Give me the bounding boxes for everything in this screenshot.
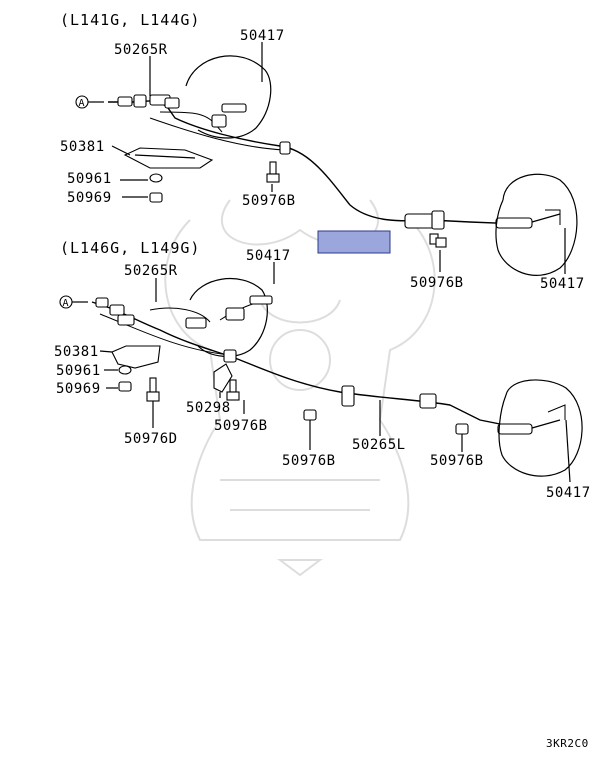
nut-50961-bottom — [118, 365, 132, 375]
bracket-50381-top — [123, 147, 214, 169]
label-50976B-bottom-c: 50976B — [430, 453, 484, 469]
label-50976B-top-a: 50976B — [242, 193, 296, 209]
label-50417-top-b: 50417 — [540, 276, 585, 292]
bolt-50976B-top-a — [266, 161, 280, 183]
label-50265L: 50265L — [352, 437, 406, 453]
nut-50961-top — [149, 173, 163, 183]
brake-drum-top-left — [185, 55, 272, 139]
a-marker-bottom: A — [59, 295, 88, 309]
label-50976D: 50976D — [124, 431, 178, 447]
cable-fittings-bottom — [95, 295, 561, 435]
label-50976B-top-b: 50976B — [410, 275, 464, 291]
bracket-50381-bottom — [111, 345, 161, 369]
nut-50969-bottom — [118, 381, 132, 392]
a-marker-top: A — [75, 95, 104, 109]
cable-50265R-bottom — [91, 301, 521, 429]
label-50976B-bottom-a: 50976B — [214, 418, 268, 434]
label-50265R-bottom: 50265R — [124, 263, 178, 279]
watermark — [164, 199, 436, 577]
cable-fittings-top — [117, 94, 561, 230]
bolt-50976B-top-b — [429, 233, 447, 248]
label-50976B-bottom-b: 50976B — [282, 453, 336, 469]
label-50381-top: 50381 — [60, 139, 105, 155]
bolt-50976D — [146, 377, 160, 402]
bolt-50976B-bottom-b — [303, 409, 317, 421]
svg-text:A: A — [79, 98, 85, 109]
label-50265R-top: 50265R — [114, 42, 168, 58]
bolt-50976B-bottom-a — [226, 379, 240, 401]
label-50417-bottom-b: 50417 — [546, 485, 591, 501]
label-50961-top: 50961 — [67, 171, 112, 187]
label-50381-bottom: 50381 — [54, 344, 99, 360]
highlight-box — [317, 230, 391, 254]
brake-drum-bottom-right — [498, 379, 583, 477]
section-header-bottom: (L146G, L149G) — [60, 239, 200, 257]
label-50417-bottom-a: 50417 — [246, 248, 291, 264]
label-50969-bottom: 50969 — [56, 381, 101, 397]
bolt-50976B-bottom-c — [455, 423, 469, 435]
label-50298: 50298 — [186, 400, 231, 416]
clip-50298 — [213, 363, 233, 393]
label-50417-top-a: 50417 — [240, 28, 285, 44]
svg-text:A: A — [63, 298, 69, 309]
label-50961-bottom: 50961 — [56, 363, 101, 379]
section-header-top: (L141G, L144G) — [60, 11, 200, 29]
diagram-code: 3KR2C0 — [546, 737, 589, 750]
nut-50969-top — [149, 192, 163, 203]
label-50969-top: 50969 — [67, 190, 112, 206]
brake-drum-top-right — [495, 173, 578, 276]
